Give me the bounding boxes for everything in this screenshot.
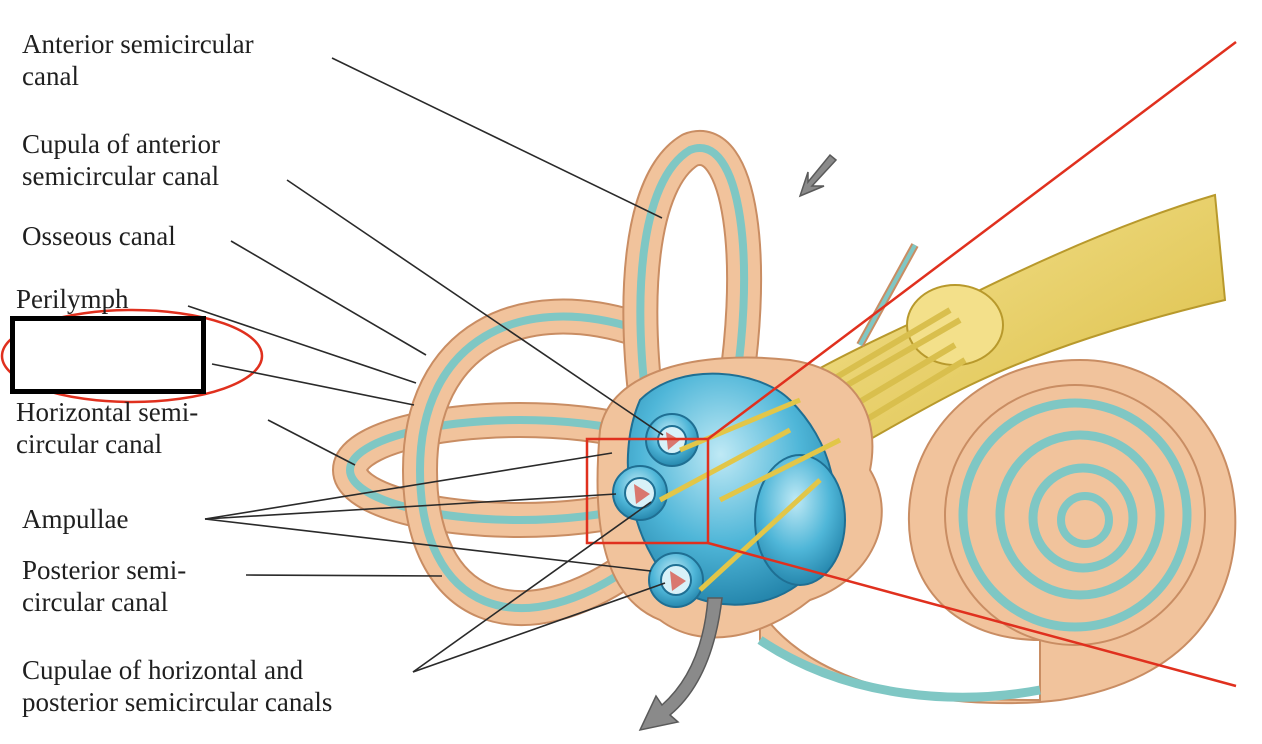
label-ampullae: Ampullae [22,503,128,535]
ampulla-horizontal [612,465,668,521]
highlight-ellipse [0,308,264,404]
label-perilymph: Perilymph [16,283,129,315]
posterior-canal-shape [401,298,651,627]
label-anterior-semicircular-canal: Anterior semicircular canal [22,28,254,92]
zoom-box [585,437,710,545]
highlight-overlay [0,41,1237,688]
label-cupula-anterior-line2: semicircular canal [22,161,220,191]
label-perilymph-line1: Perilymph [16,284,129,314]
anterior-canal-shape [622,130,763,433]
masked-label-box [10,316,206,394]
label-anterior-line2: canal [22,61,79,91]
label-horizontal-semicircular-canal: Horizontal semi- circular canal [16,396,198,460]
label-cupula-anterior-line1: Cupula of anterior [22,129,220,159]
flow-arrow-curved-icon [638,597,723,732]
label-anterior-line1: Anterior semicircular [22,29,254,59]
label-cupulae-horizontal-posterior: Cupulae of horizontal and posterior semi… [22,654,332,718]
zoom-line-bottom [707,541,1237,688]
label-cupulae-line1: Cupulae of horizontal and [22,655,304,685]
vestibular-nerve-branches [658,397,842,592]
label-posterior-line1: Posterior semi- [22,555,187,585]
cochlea [757,358,1237,705]
label-posterior-semicircular-canal: Posterior semi- circular canal [22,554,186,618]
ampulla-posterior [648,552,704,608]
label-posterior-line2: circular canal [22,587,169,617]
label-ampullae-line1: Ampullae [22,504,129,534]
label-osseous-canal: Osseous canal [22,220,176,252]
label-horizontal-line2: circular canal [16,429,163,459]
label-cupulae-line2: posterior semicircular canals [22,687,333,717]
zoom-line-top [707,41,1237,440]
label-horizontal-line1: Horizontal semi- [16,397,199,427]
flow-arrow-icon [798,153,838,198]
label-osseous-line1: Osseous canal [22,221,176,251]
label-cupula-anterior: Cupula of anterior semicircular canal [22,128,220,192]
leader-lines [187,57,666,673]
